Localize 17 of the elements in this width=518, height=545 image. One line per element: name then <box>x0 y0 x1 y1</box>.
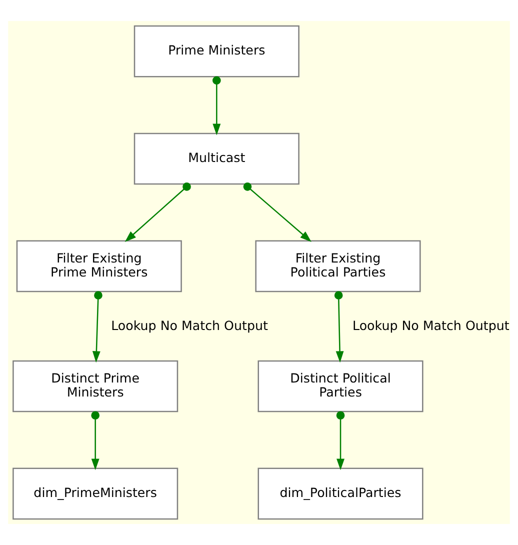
arrow <box>336 411 345 470</box>
node-box: Prime Ministers <box>134 25 300 78</box>
node-box: Filter Existing Prime Ministers <box>16 240 182 292</box>
node-box: dim_PoliticalParties <box>258 468 424 520</box>
node-box: dim_PrimeMinisters <box>12 468 178 520</box>
arrow <box>334 291 344 363</box>
arrow <box>212 76 221 136</box>
arrow <box>91 411 100 470</box>
arrow <box>243 182 312 242</box>
node-box: Distinct Political Parties <box>258 360 424 412</box>
node-box: Multicast <box>134 132 300 185</box>
arrow <box>92 291 102 363</box>
node-box: Filter Existing Political Parties <box>255 240 421 292</box>
node-box: Distinct Prime Ministers <box>12 360 178 412</box>
edge-label: Lookup No Match Output <box>111 318 268 334</box>
arrow <box>124 182 191 242</box>
edge-label: Lookup No Match Output <box>352 318 510 334</box>
